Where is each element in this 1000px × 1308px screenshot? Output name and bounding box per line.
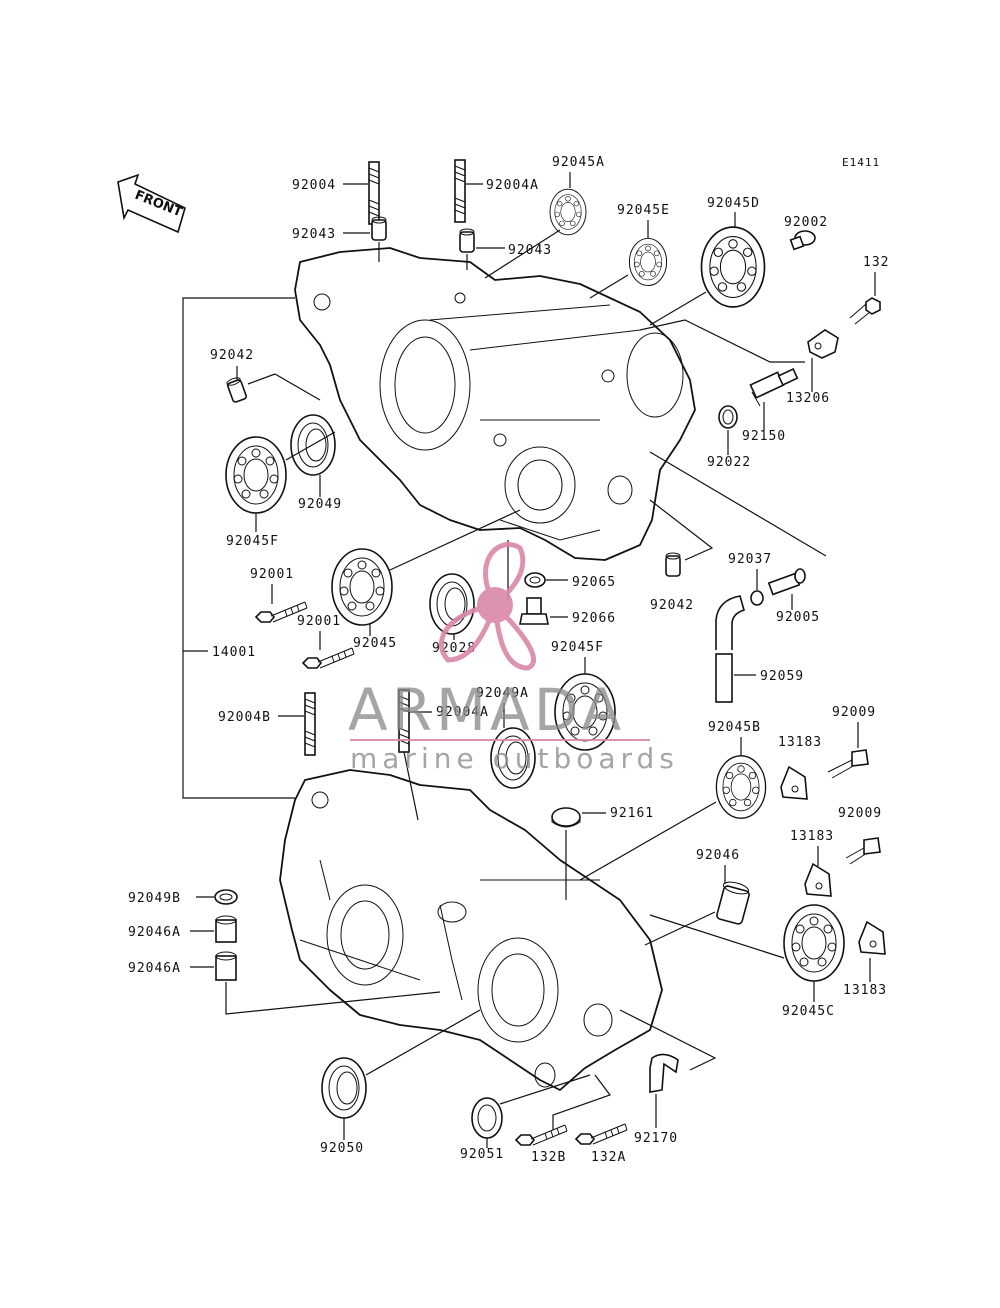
washer-92022 <box>718 405 738 429</box>
upper-crankcase <box>294 247 696 561</box>
label-92005: 92005 <box>776 610 820 625</box>
diagram-code: E1411 <box>842 156 880 169</box>
label-92046a-a: 92046A <box>128 925 181 940</box>
bracket-13206 <box>807 329 839 359</box>
watermark: ARMADA marine outboards <box>348 542 679 775</box>
label-92043-right: 92043 <box>508 243 552 258</box>
label-92045c: 92045C <box>782 1004 835 1019</box>
lower-crankcase <box>279 769 663 1091</box>
label-13183-b: 13183 <box>790 829 834 844</box>
label-92002: 92002 <box>784 215 828 230</box>
label-92050: 92050 <box>320 1141 364 1156</box>
label-92045f-top: 92045F <box>226 534 279 549</box>
label-92049: 92049 <box>298 497 342 512</box>
bearing-92045c <box>783 904 845 982</box>
label-92150: 92150 <box>742 429 786 444</box>
screw-92009-a <box>827 749 869 779</box>
label-92045: 92045 <box>353 636 397 651</box>
label-132b: 132B <box>531 1150 566 1165</box>
label-92045f-mid: 92045F <box>551 640 604 655</box>
bolt-132a <box>575 1123 628 1145</box>
fitting-92005 <box>767 568 806 596</box>
label-92037: 92037 <box>728 552 772 567</box>
bolt-92001-b <box>302 647 355 669</box>
label-132a: 132A <box>591 1150 626 1165</box>
bushing-92046 <box>716 881 750 925</box>
label-92004a-top: 92004A <box>486 178 539 193</box>
label-92046: 92046 <box>696 848 740 863</box>
seal-92051 <box>471 1097 503 1139</box>
label-13183-c: 13183 <box>843 983 887 998</box>
label-92170: 92170 <box>634 1131 678 1146</box>
dowel-92043-right <box>459 228 475 253</box>
label-92004: 92004 <box>292 178 336 193</box>
dowel-92042-mid <box>665 552 681 577</box>
bearing-92045f-top <box>225 436 287 514</box>
bearing-92045a <box>549 188 587 236</box>
label-92049a: 92049A <box>476 686 529 701</box>
seal-92050 <box>321 1057 367 1119</box>
plate-13183-c <box>858 921 886 955</box>
washer-92049b <box>214 889 238 905</box>
clip-92037 <box>750 590 764 606</box>
label-92045d: 92045D <box>707 196 760 211</box>
label-92042-mid: 92042 <box>650 598 694 613</box>
stud-92004a-top <box>454 159 466 223</box>
label-92045b: 92045B <box>708 720 761 735</box>
plug-92161 <box>551 807 581 828</box>
label-92045e: 92045E <box>617 203 670 218</box>
label-92042-top: 92042 <box>210 348 254 363</box>
plate-13183-a <box>780 766 808 800</box>
label-14001: 14001 <box>212 645 256 660</box>
label-92009-a: 92009 <box>832 705 876 720</box>
label-92022: 92022 <box>707 455 751 470</box>
front-arrow-icon <box>117 173 186 234</box>
bolt-132-top <box>849 297 881 325</box>
label-92004b: 92004B <box>218 710 271 725</box>
label-92161: 92161 <box>610 806 654 821</box>
label-92066: 92066 <box>572 611 616 626</box>
screw-92009-b <box>845 837 881 865</box>
bolt-132b <box>515 1124 568 1146</box>
label-13206: 13206 <box>786 391 830 406</box>
label-13183-a: 13183 <box>778 735 822 750</box>
propeller-logo-icon <box>438 542 536 671</box>
screw-92002 <box>789 230 816 251</box>
clamp-92170 <box>649 1053 679 1093</box>
label-92004a-bot: 92004A <box>436 705 489 720</box>
label-132: 132 <box>863 255 889 270</box>
dowel-92043-left <box>371 216 387 241</box>
bushing-92046a-b <box>215 951 237 981</box>
label-92059: 92059 <box>760 669 804 684</box>
label-92051: 92051 <box>460 1147 504 1162</box>
watermark-brand: ARMADA <box>348 676 625 744</box>
watermark-tagline: marine outboards <box>350 742 679 775</box>
label-92065: 92065 <box>572 575 616 590</box>
stud-92004b <box>304 692 316 756</box>
fitting-92150 <box>749 368 799 407</box>
bearing-92045b <box>715 755 767 819</box>
bearing-92045d <box>700 226 766 308</box>
label-92045a: 92045A <box>552 155 605 170</box>
label-92049b: 92049B <box>128 891 181 906</box>
label-92046a-b: 92046A <box>128 961 181 976</box>
label-92001-a: 92001 <box>250 567 294 582</box>
bearing-92045e <box>628 237 668 287</box>
bearing-92045 <box>331 548 393 626</box>
washer-92065 <box>524 572 546 588</box>
label-92043-left: 92043 <box>292 227 336 242</box>
bushing-92046a-a <box>215 915 237 943</box>
label-92009-b: 92009 <box>838 806 882 821</box>
stud-92004 <box>368 161 380 225</box>
fitting-92066 <box>519 597 549 625</box>
label-92001-b: 92001 <box>297 614 341 629</box>
hose-92059 <box>715 595 745 703</box>
plate-13183-b <box>804 863 832 897</box>
